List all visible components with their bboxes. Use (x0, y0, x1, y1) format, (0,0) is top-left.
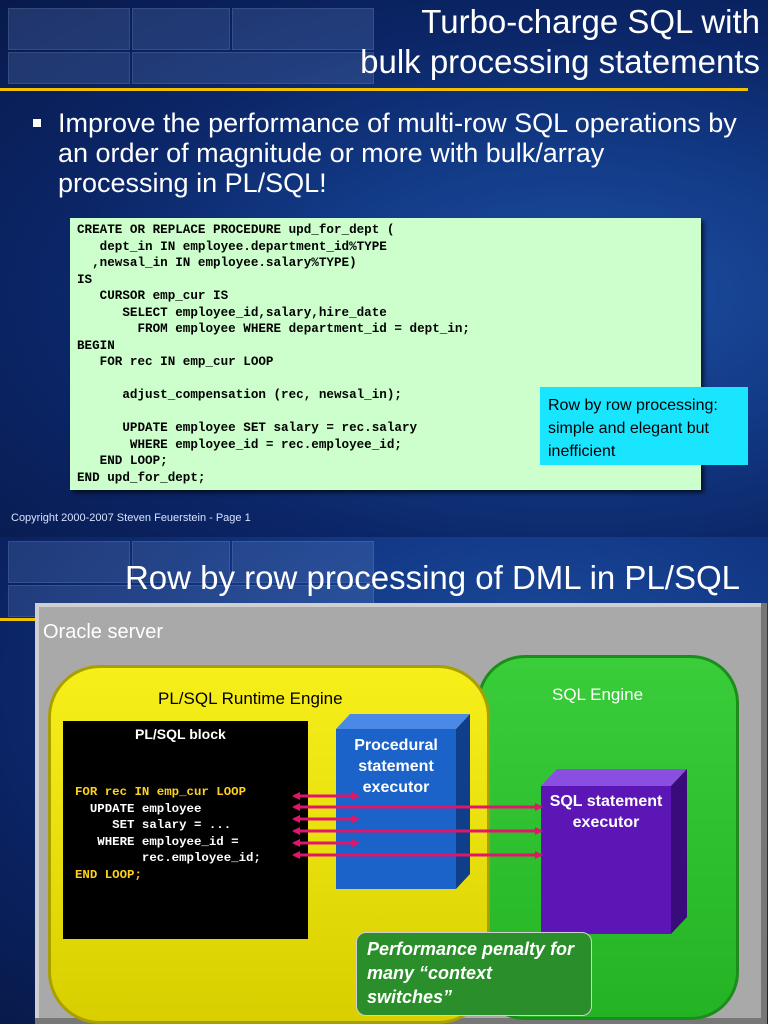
procedural-box-top (336, 714, 470, 729)
bullet-square-icon (33, 119, 41, 127)
procedural-box-side (456, 714, 470, 889)
plsql-block-line: WHERE employee_id = (75, 834, 239, 849)
plsql-block-line: END LOOP; (75, 867, 142, 882)
plsql-block-code: FOR rec IN emp_cur LOOP UPDATE employee … (75, 784, 261, 883)
title-rule (0, 88, 748, 91)
slide-title-line-2: bulk processing statements (360, 43, 760, 80)
slide-title-line-1: Turbo-charge SQL with (421, 3, 760, 40)
slide-bulk-processing: Turbo-charge SQL with bulk processing st… (0, 0, 768, 537)
code-text: CREATE OR REPLACE PROCEDURE upd_for_dept… (77, 223, 470, 485)
plsql-block-line: rec.employee_id; (75, 851, 261, 865)
plsql-block-line: SET salary = ... (75, 818, 232, 832)
plsql-block: FOR rec IN emp_cur LOOP UPDATE employee … (63, 721, 308, 939)
slide2-title: Row by row processing of DML in PL/SQL (124, 559, 740, 596)
slide-title: Turbo-charge SQL with bulk processing st… (360, 2, 760, 82)
slide-row-by-row: Row by row processing of DML in PL/SQL O… (0, 537, 768, 1024)
plsql-block-line: UPDATE employee (75, 801, 202, 816)
oracle-server-label: Oracle server (43, 621, 164, 643)
copyright-footer: Copyright 2000-2007 Steven Feuerstein - … (11, 512, 251, 524)
sql-box-top (541, 769, 687, 786)
context-switch-arrows (292, 792, 543, 859)
sql-executor-box (541, 786, 671, 934)
bullet-text: Improve the performance of multi-row SQL… (58, 108, 737, 198)
plsql-block-title: PL/SQL block (135, 726, 226, 742)
header-tiles-2 (0, 537, 768, 627)
header-tiles (0, 0, 768, 90)
sql-executor-label: SQL statement executor (549, 793, 663, 831)
callout-box: Row by row processing: simple and elegan… (540, 387, 748, 465)
plsql-block-line: FOR rec IN emp_cur LOOP (75, 785, 247, 799)
sql-engine-label: SQL Engine (552, 685, 644, 704)
sql-box-side (671, 769, 687, 934)
plsql-engine-label: PL/SQL Runtime Engine (158, 689, 343, 708)
procedural-executor-label: Procedural statement executor (354, 737, 438, 796)
diagram-shapes (336, 714, 687, 934)
title-rule-2 (0, 618, 40, 621)
performance-penalty-note: Performance penalty for many “context sw… (356, 932, 592, 1016)
